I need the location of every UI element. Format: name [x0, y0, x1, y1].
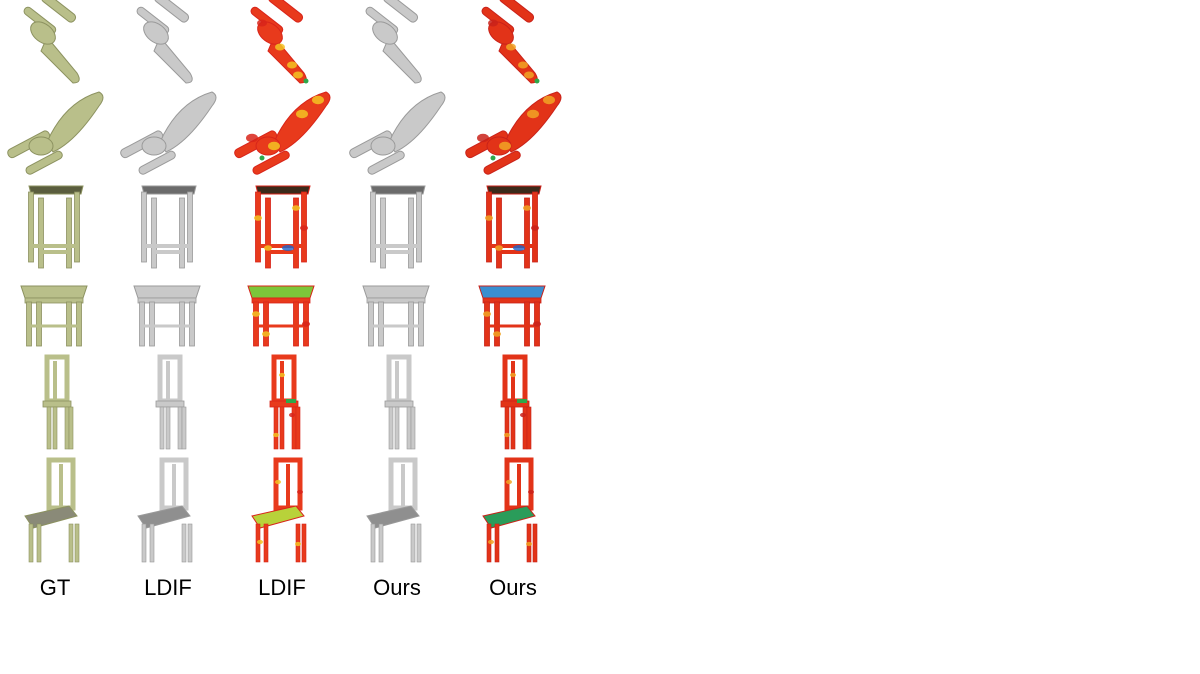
chair-render-5-1	[42, 354, 74, 450]
chair-render-6-3	[251, 457, 307, 563]
column-label-1: GT	[39, 575, 71, 600]
column-label-4: Ours	[373, 575, 421, 600]
column-label-3: LDIF	[258, 575, 306, 600]
table-render-4-5	[478, 285, 546, 347]
spaceship-render-2-4	[349, 91, 446, 175]
spaceship-render-2-5	[465, 91, 562, 175]
table-render-4-3	[247, 285, 315, 347]
column-label-5: Ours	[489, 575, 537, 600]
spaceship-render-2-3	[234, 91, 331, 175]
table-render-4-2	[133, 285, 201, 347]
spaceship-render-1-3	[250, 0, 309, 84]
spaceship-render-2-1	[7, 91, 104, 175]
chair-render-6-2	[137, 457, 193, 563]
spaceship-render-1-5	[481, 0, 540, 84]
table-render-3-5	[485, 185, 542, 269]
spaceship-render-1-2	[136, 0, 193, 84]
spaceship-render-1-4	[365, 0, 422, 84]
table-render-3-2	[141, 185, 197, 269]
chair-render-6-5	[482, 457, 538, 563]
chair-render-6-4	[366, 457, 422, 563]
spaceship-render-2-2	[120, 91, 217, 175]
column-label-2: LDIF	[144, 575, 192, 600]
table-render-3-4	[370, 185, 426, 269]
chair-render-5-3	[269, 354, 301, 450]
chair-render-5-4	[384, 354, 416, 450]
chair-render-5-5	[500, 354, 532, 450]
table-render-3-1	[28, 185, 84, 269]
spaceship-render-1-1	[23, 0, 80, 84]
table-render-4-4	[362, 285, 430, 347]
chair-render-6-1	[24, 457, 80, 563]
table-render-3-3	[254, 185, 311, 269]
chair-render-5-2	[155, 354, 187, 450]
table-render-4-1	[20, 285, 88, 347]
